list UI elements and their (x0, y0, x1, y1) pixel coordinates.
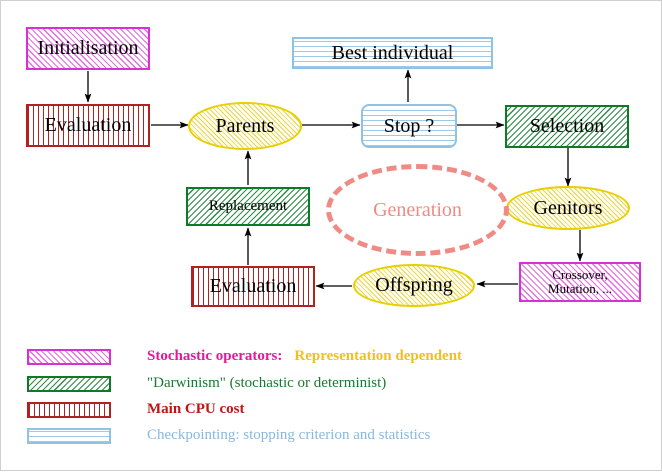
legend-label-stochastic-operators: Stochastic operators: (147, 348, 283, 364)
node-evaluation-bottom-label: Evaluation (209, 275, 297, 297)
node-evaluation-bottom[interactable]: Evaluation (191, 266, 315, 307)
node-genitors[interactable]: Genitors (506, 186, 630, 230)
node-parents[interactable]: Parents (188, 102, 302, 150)
node-crossover-mutation[interactable]: Crossover, Mutation, ... (519, 262, 641, 302)
node-selection[interactable]: Selection (505, 105, 629, 148)
node-crossover-label-line2: Mutation, ... (548, 281, 612, 296)
legend-row-checkpointing: Checkpointing: stopping criterion and st… (27, 427, 430, 444)
node-initialisation-label: Initialisation (37, 37, 139, 59)
node-generation-label: Generation (373, 198, 462, 221)
node-parents-label: Parents (215, 114, 275, 137)
node-evaluation-top[interactable]: Evaluation (26, 104, 150, 147)
legend-row-cpu-cost: Main CPU cost (27, 401, 245, 418)
node-replacement-label: Replacement (208, 197, 288, 214)
node-offspring[interactable]: Offspring (353, 264, 475, 307)
node-stop-label: Stop ? (383, 114, 435, 137)
legend-swatch-red-vertical-hatch-icon (27, 401, 111, 418)
node-genitors-label: Genitors (533, 196, 603, 219)
node-offspring-label: Offspring (375, 274, 453, 296)
node-selection-label: Selection (529, 115, 605, 137)
node-stop[interactable]: Stop ? (361, 104, 457, 148)
legend-swatch-blue-horizontal-hatch-icon (27, 427, 111, 444)
legend-swatch-magenta-diagonal-hatch-icon (27, 348, 111, 365)
node-initialisation[interactable]: Initialisation (26, 27, 150, 70)
node-crossover-label-line1: Crossover, (552, 267, 608, 283)
legend-swatch-green-diagonal-hatch-icon (27, 375, 111, 392)
node-best-individual[interactable]: Best individual (292, 37, 493, 69)
legend-label-checkpointing: Checkpointing: stopping criterion and st… (147, 427, 431, 443)
legend-row-darwinism: "Darwinism" (stochastic or determinist) (27, 375, 386, 392)
legend-row-stochastic: Stochastic operators: Representation dep… (27, 348, 462, 365)
legend-label-darwinism: "Darwinism" (stochastic or determinist) (147, 375, 387, 391)
legend-label-representation-dependent: Representation dependent (294, 348, 463, 364)
node-best-individual-label: Best individual (331, 41, 454, 64)
node-generation-boundary: Generation (326, 164, 509, 256)
node-replacement[interactable]: Replacement (186, 187, 310, 226)
node-evaluation-top-label: Evaluation (44, 114, 132, 136)
legend-label-main-cpu-cost: Main CPU cost (147, 401, 245, 417)
